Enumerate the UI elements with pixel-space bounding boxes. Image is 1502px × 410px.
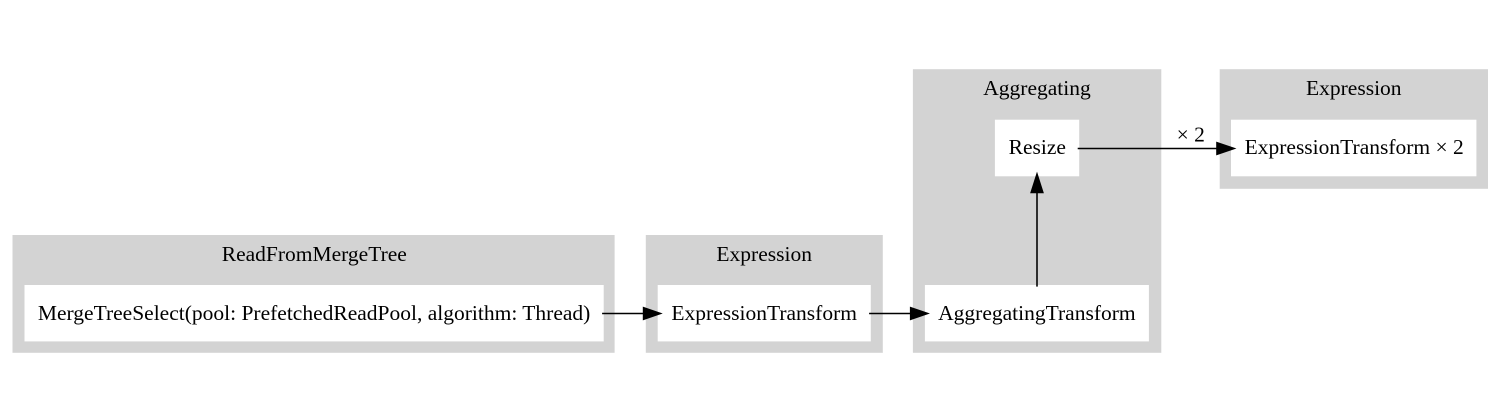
svg-text:× 2: × 2 xyxy=(1177,122,1205,146)
svg-text:AggregatingTransform: AggregatingTransform xyxy=(938,301,1136,325)
svg-text:MergeTreeSelect(pool: Prefetch: MergeTreeSelect(pool: PrefetchedReadPool… xyxy=(38,301,590,325)
svg-text:ExpressionTransform × 2: ExpressionTransform × 2 xyxy=(1245,135,1464,159)
svg-text:Resize: Resize xyxy=(1009,135,1066,159)
svg-text:Aggregating: Aggregating xyxy=(983,76,1091,100)
svg-text:Expression: Expression xyxy=(1306,76,1402,100)
svg-text:Expression: Expression xyxy=(716,242,812,266)
svg-text:ReadFromMergeTree: ReadFromMergeTree xyxy=(222,242,407,266)
svg-text:ExpressionTransform: ExpressionTransform xyxy=(671,301,857,325)
